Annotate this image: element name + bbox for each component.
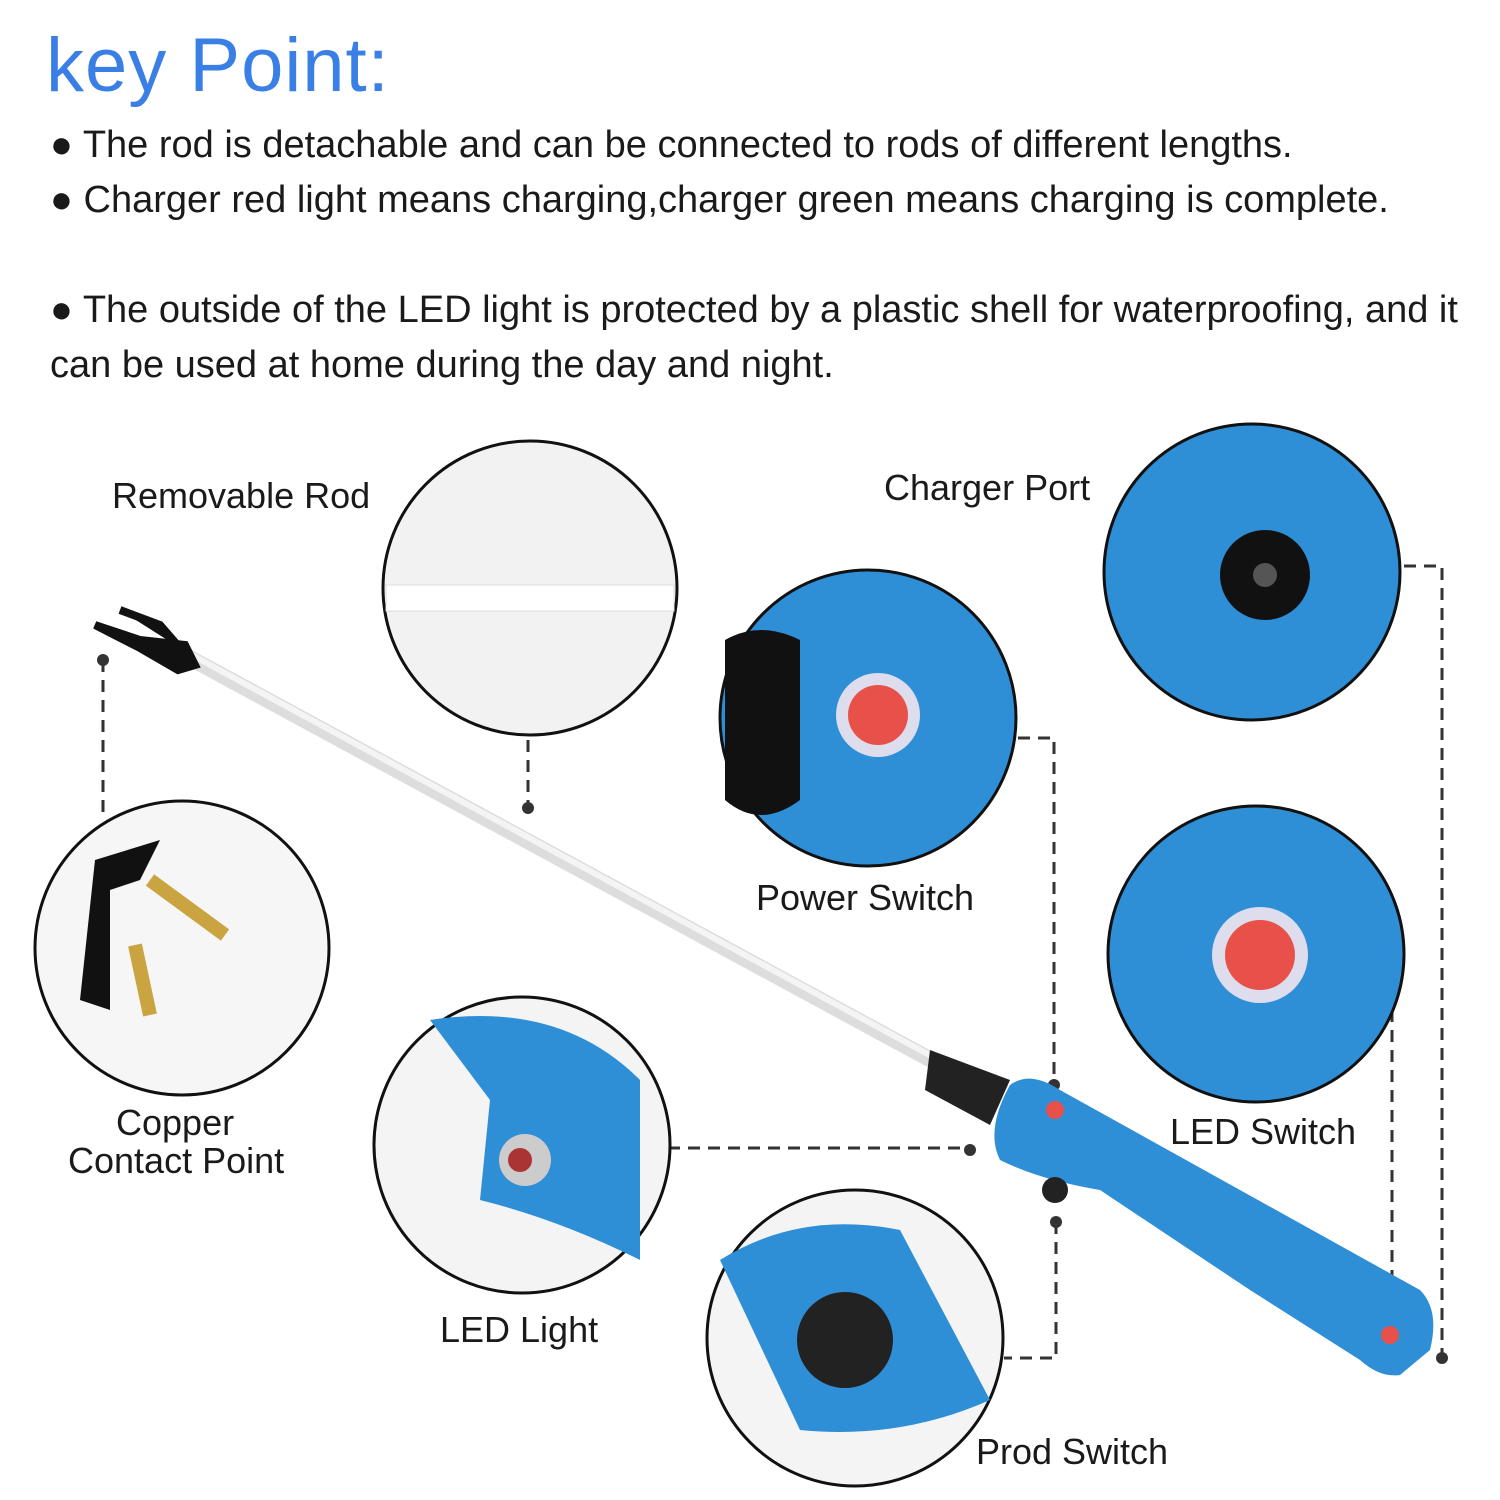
label-removable-rod: Removable Rod — [112, 475, 371, 516]
page-title: key Point: — [46, 23, 390, 108]
label-copper: Copper — [116, 1102, 235, 1143]
label-charger-port: Charger Port — [884, 467, 1091, 508]
label-led-light: LED Light — [440, 1309, 599, 1350]
copper-contact-detail — [33, 799, 331, 1097]
bullet-detachable-rod: ● The rod is detachable and can be conne… — [50, 124, 1293, 166]
bullet-led-waterproof: ● The outside of the LED light is protec… — [50, 289, 1458, 386]
label-contact-point: Contact Point — [68, 1140, 285, 1181]
bullet-charger-light: ● Charger red light means charging,charg… — [50, 179, 1389, 221]
label-power-switch: Power Switch — [756, 877, 975, 918]
label-led-switch: LED Switch — [1170, 1111, 1357, 1152]
cattle-prod-illustration — [93, 606, 1434, 1376]
leader-lines — [101, 564, 1444, 1360]
label-prod-switch: Prod Switch — [976, 1431, 1169, 1472]
